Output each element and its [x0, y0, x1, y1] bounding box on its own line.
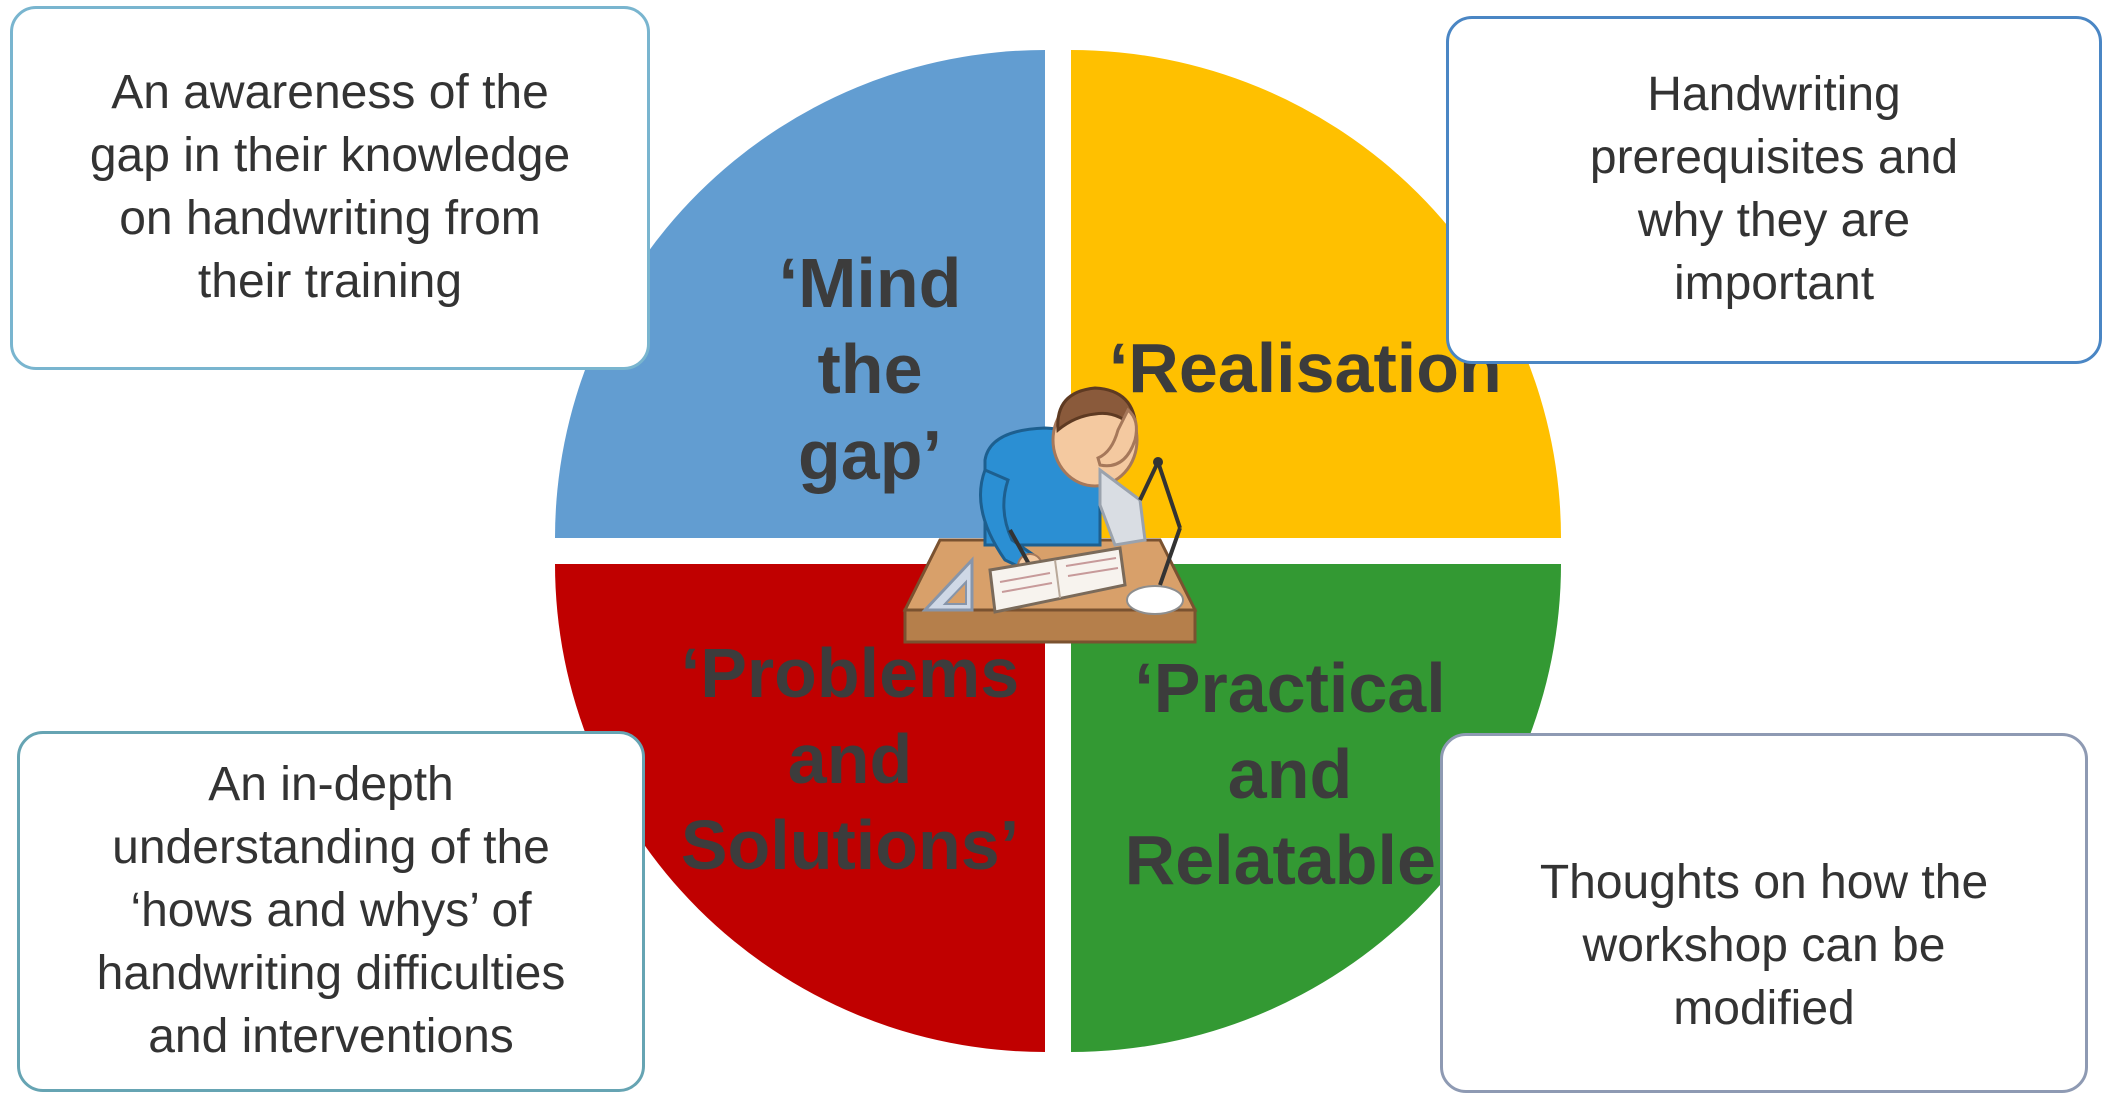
- callout-in-depth-understanding-text: An in-depth understanding of the ‘hows a…: [96, 758, 566, 1063]
- desk-front: [903, 608, 1197, 644]
- student-studying-illustration: [902, 386, 1198, 644]
- label-problems-and-solutions: ‘Problems and Solutions’: [680, 634, 1020, 885]
- callout-workshop-modification: Thoughts on how the workshop can be modi…: [1440, 733, 2088, 1093]
- callout-awareness-gap: An awareness of the gap in their knowled…: [10, 6, 650, 370]
- quadrant-problems-solutions: [555, 564, 1045, 1052]
- label-practical-and-relatable: ‘Practical and Relatable’: [1124, 649, 1456, 900]
- compass-tool: [1138, 457, 1182, 586]
- quadrant-mind-the-gap: [555, 50, 1045, 538]
- quadrant-practical-relatable: [1071, 564, 1561, 1052]
- callout-awareness-gap-text: An awareness of the gap in their knowled…: [89, 66, 571, 308]
- quadrant-realisation: [1071, 50, 1561, 538]
- label-mind-the-gap: ‘Mind the gap’: [778, 244, 962, 495]
- callout-handwriting-prerequisites-text: Handwriting prerequisites and why they a…: [1589, 68, 1959, 310]
- callout-workshop-modification-text: Thoughts on how the workshop can be modi…: [1539, 856, 1989, 1035]
- callout-handwriting-prerequisites: Handwriting prerequisites and why they a…: [1446, 16, 2102, 364]
- paper-circle: [1126, 585, 1184, 615]
- callout-in-depth-understanding: An in-depth understanding of the ‘hows a…: [17, 731, 645, 1092]
